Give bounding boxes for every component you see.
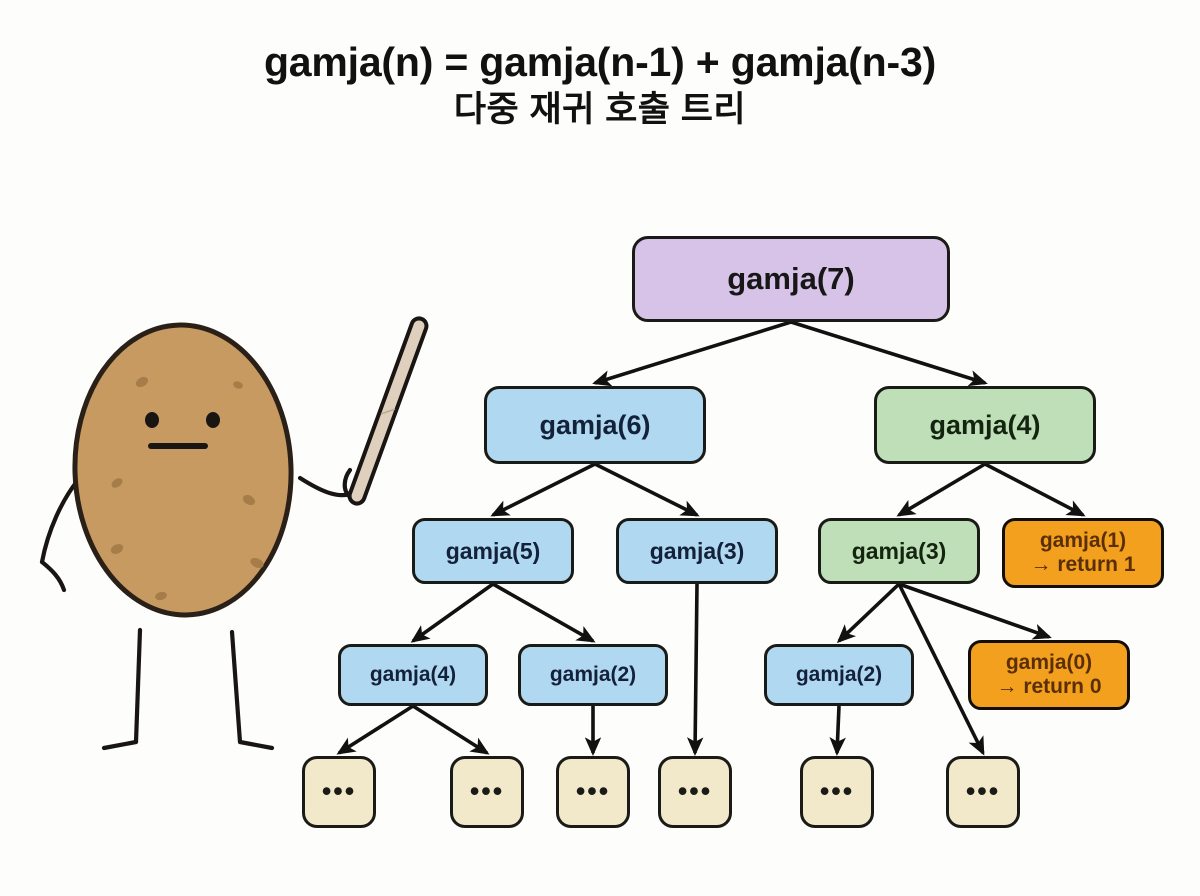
tree-node-label: ••• <box>469 776 505 807</box>
tree-node-n4l[interactable]: gamja(4) <box>338 644 488 706</box>
tree-node-n4r[interactable]: gamja(4) <box>874 386 1096 464</box>
title-formula: gamja(n) = gamja(n-1) + gamja(n-3) <box>263 39 937 85</box>
tree-edge-n3b-to-n0ret <box>898 582 1052 640</box>
tree-node-n0ret[interactable]: gamja(0)→ return 0 <box>968 640 1130 710</box>
tree-node-label: ••• <box>965 776 1001 807</box>
tree-edge-n4r-to-n1ret <box>984 462 1086 517</box>
tree-node-n5[interactable]: gamja(5) <box>412 518 574 584</box>
tree-node-n2b[interactable]: gamja(2) <box>764 644 914 706</box>
tree-edge-n6-to-n5 <box>490 462 596 517</box>
tree-node-label: ••• <box>321 776 357 807</box>
potato-spots <box>110 376 264 601</box>
potato-eye-right <box>206 412 220 428</box>
tree-node-label: gamja(1) <box>1039 529 1127 553</box>
tree-edge-n7-to-n4r <box>790 320 988 387</box>
tree-edge-n2b-to-d5 <box>829 705 846 756</box>
tree-edge-n5-to-n4l <box>410 582 495 643</box>
tree-edge-n3a-to-d4 <box>686 583 704 756</box>
potato-body <box>72 322 294 618</box>
page-title: gamja(n) = gamja(n-1) + gamja(n-3) 다중 재귀… <box>0 39 1200 129</box>
tree-node-n1ret[interactable]: gamja(1)→ return 1 <box>1002 518 1164 588</box>
tree-node-n7[interactable]: gamja(7) <box>632 236 950 322</box>
tree-node-label: gamja(5) <box>445 538 541 564</box>
tree-edge-n7-to-n6 <box>592 320 792 387</box>
tree-edge-n4l-to-d2 <box>412 704 490 755</box>
tree-node-d6[interactable]: ••• <box>946 756 1020 828</box>
title-subtitle: 다중 재귀 호출 트리 <box>453 89 747 129</box>
tree-node-n3b[interactable]: gamja(3) <box>818 518 980 584</box>
tree-edge-n3b-to-n2b <box>836 582 901 644</box>
tree-node-d4[interactable]: ••• <box>658 756 732 828</box>
tree-node-label: gamja(6) <box>539 409 651 440</box>
potato-arms-legs <box>39 467 359 751</box>
tree-node-n3a[interactable]: gamja(3) <box>616 518 778 584</box>
tree-node-label: ••• <box>819 776 855 807</box>
tree-node-label: gamja(4) <box>369 663 457 687</box>
tree-edge-n4l-to-d1 <box>336 704 414 755</box>
tree-edge-n6-to-n3a <box>594 462 700 517</box>
tree-node-n2a[interactable]: gamja(2) <box>518 644 668 706</box>
tree-edge-n4r-to-n3b <box>896 462 986 517</box>
tree-node-d1[interactable]: ••• <box>302 756 376 828</box>
tree-node-return-value: → return 0 <box>996 675 1102 698</box>
tree-node-label: gamja(3) <box>649 538 745 564</box>
tree-node-label: gamja(2) <box>549 663 637 687</box>
tree-node-label: ••• <box>575 776 611 807</box>
tree-node-n6[interactable]: gamja(6) <box>484 386 706 464</box>
potato-eye-left <box>145 412 159 428</box>
tree-node-label: gamja(3) <box>851 538 947 564</box>
pointer-stick-icon <box>347 316 429 506</box>
tree-node-d2[interactable]: ••• <box>450 756 524 828</box>
tree-node-d5[interactable]: ••• <box>800 756 874 828</box>
tree-node-label: ••• <box>677 776 713 807</box>
tree-node-label: gamja(0) <box>1005 651 1093 675</box>
tree-node-d3[interactable]: ••• <box>556 756 630 828</box>
tree-node-return-value: → return 1 <box>1030 553 1136 576</box>
tree-node-label: gamja(2) <box>795 663 883 687</box>
potato-face <box>145 412 220 449</box>
tree-edge-n5-to-n2a <box>492 582 596 643</box>
tree-node-label: gamja(4) <box>929 409 1041 440</box>
tree-node-label: gamja(7) <box>727 261 855 297</box>
